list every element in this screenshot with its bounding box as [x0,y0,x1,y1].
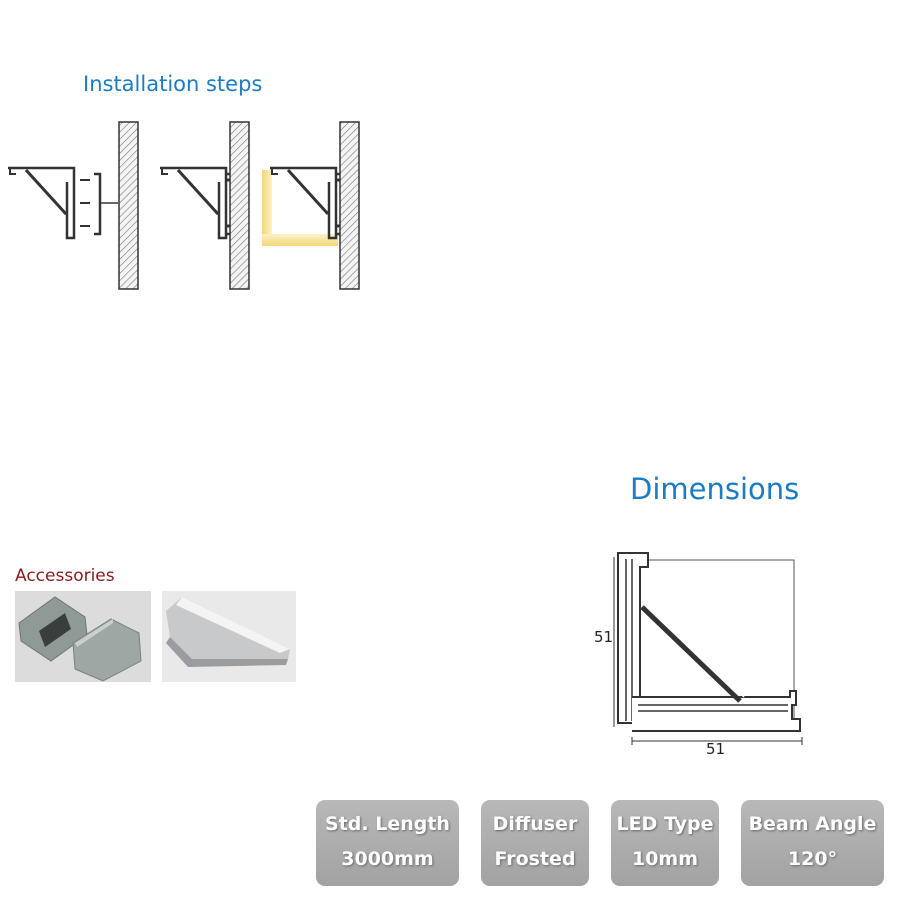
accessories-title: Accessories [15,566,115,586]
installation-diagram [8,121,360,290]
spec-value: 10mm [631,848,699,870]
spec-badge-diffuser: Diffuser Frosted [481,800,589,886]
dimensions-title: Dimensions [630,472,800,506]
spec-value: 120° [787,848,838,870]
spec-badge-length: Std. Length 3000mm [316,800,459,886]
spec-label: Std. Length [325,813,450,835]
installation-title: Installation steps [83,72,263,96]
spec-value: Frosted [494,848,576,870]
step-3 [262,121,360,290]
spec-label: Beam Angle [748,813,877,835]
spec-label: Diffuser [492,813,578,835]
spec-badge-beam-angle: Beam Angle 120° [741,800,884,886]
spec-value: 3000mm [341,848,434,870]
spec-badge-led-type: LED Type 10mm [611,800,719,886]
step-1 [8,121,139,290]
dimensions-drawing [613,552,803,745]
step-2 [160,121,250,290]
accessory-diffuser-image [162,591,296,682]
spec-label: LED Type [616,813,714,835]
dimension-height-label: 51 [594,628,614,646]
dimension-width-label: 51 [706,740,726,758]
accessory-end-caps-image [15,591,151,682]
